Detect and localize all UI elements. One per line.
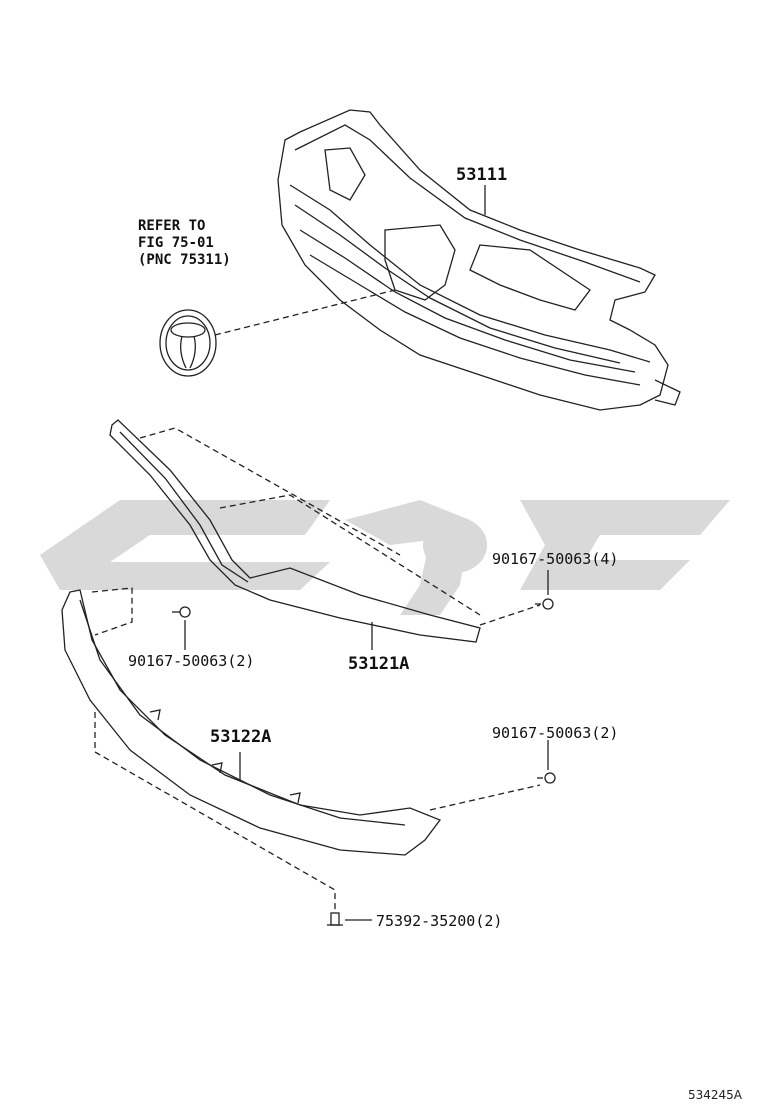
refer-to-label: REFER TO: [138, 218, 206, 234]
clip-leader: [94, 712, 336, 912]
upper-molding-leader-1: [139, 427, 401, 556]
screw-icon: [535, 598, 554, 610]
part-label-screw-upper[interactable]: 90167-50063(4): [492, 550, 619, 568]
watermark: [40, 500, 730, 615]
upper-molding-leader-2: [219, 494, 481, 616]
grille-assembly: [277, 109, 681, 411]
emblem-leader: [214, 289, 396, 336]
part-label-clip[interactable]: 75392-35200(2): [376, 912, 503, 930]
upper-molding: [109, 419, 481, 643]
part-label-grille[interactable]: 53111: [456, 165, 508, 185]
right-screw-leader: [429, 784, 541, 811]
toyota-emblem-icon: [159, 309, 217, 377]
screw-icon: [172, 606, 191, 618]
figure-id: 534245A: [688, 1088, 743, 1102]
part-label-lower-molding[interactable]: 53122A: [210, 727, 272, 747]
part-label-upper-molding[interactable]: 53121A: [348, 654, 410, 674]
lower-molding: [61, 589, 442, 856]
screw-icon: [537, 772, 556, 784]
clip-icon: [327, 912, 343, 926]
left-screw-leader: [91, 587, 133, 636]
upper-screw-leader: [479, 604, 541, 626]
refer-pnc-label: (PNC 75311): [138, 252, 231, 268]
part-label-screw-left[interactable]: 90167-50063(2): [128, 652, 255, 670]
refer-fig-label: FIG 75-01: [138, 235, 214, 251]
part-label-screw-right[interactable]: 90167-50063(2): [492, 724, 619, 742]
